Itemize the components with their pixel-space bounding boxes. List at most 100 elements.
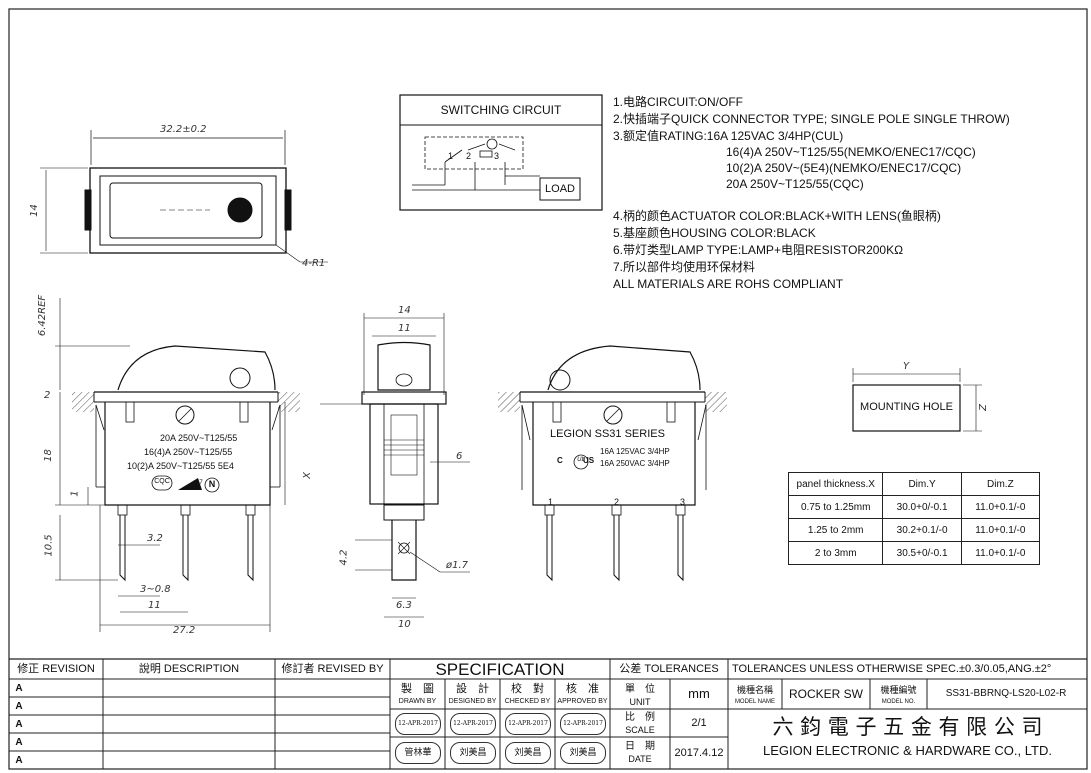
front-label-line-1: 20A 250V~T125/55 (160, 433, 238, 443)
table-cell: 1.25 to 2mm (787, 518, 884, 542)
table-cell: 30.0+0/-0.1 (882, 495, 962, 519)
scale-cn: 比 例 (625, 712, 655, 723)
rev-symbol: A (15, 719, 23, 730)
dim-x: X (301, 472, 313, 479)
table-cell: 0.75 to 1.25mm (787, 495, 884, 519)
spec-line-6: 20A 250V~T125/55(CQC) (726, 177, 864, 191)
mounting-table: panel thickness.X Dim.Y Dim.Z 0.75 to 1.… (787, 472, 1041, 565)
mounting-hole-label: MOUNTING HOLE (860, 401, 953, 413)
dim-side-inner: 11 (398, 323, 411, 334)
spec-line-7: 4.柄的颜色ACTUATOR COLOR:BLACK+WITH LENS(鱼眼柄… (613, 209, 941, 223)
dim-tab-width: 6.3 (396, 600, 412, 611)
dim-pin-1: 1 (69, 490, 81, 497)
table-cell: 30.2+0.1/-0 (882, 518, 962, 542)
spec-line-11: ALL MATERIALS ARE ROHS COMPLIANT (613, 277, 844, 291)
dim-pin-pitch: 11 (148, 600, 161, 611)
spec-line-1: 1.电路CIRCUIT:ON/OFF (613, 95, 744, 109)
approved-date-stamp: 12-APR-2017 (560, 713, 606, 735)
tolerances-header: 公差 TOLERANCES (619, 663, 719, 675)
title-block-lines (9, 659, 1087, 769)
designed-by-en: DESIGNED BY (448, 698, 497, 705)
table-cell: 11.0+0.1/-0 (960, 518, 1041, 542)
table-header: panel thickness.X (787, 472, 884, 496)
dim-body-height: 18 (42, 449, 54, 462)
front-label-line-3: 10(2)A 250V~T125/55 5E4 (127, 461, 234, 471)
dim-top-height: 14 (28, 204, 40, 217)
dim-top-width: 32.2±0.2 (160, 124, 207, 135)
dim-pin-spacing-b: 3~0.8 (140, 584, 171, 595)
scale-en: SCALE (625, 725, 655, 735)
mounting-y-label: Y (903, 361, 910, 372)
rear-pin-3: 3 (680, 497, 686, 507)
checked-by-cn: 校 對 (511, 683, 544, 695)
dim-pin-hole: 4.2 (338, 549, 350, 566)
spec-line-9: 6.带灯类型LAMP TYPE:LAMP+电阻RESISTOR200KΩ (613, 243, 904, 257)
table-header: Dim.Z (960, 472, 1041, 496)
scale-value: 2/1 (691, 717, 707, 729)
top-view (40, 130, 328, 263)
dim-corner-radius: 4-R1 (302, 258, 326, 269)
unit-value: mm (688, 686, 710, 701)
dim-side-6: 6 (456, 451, 463, 462)
drawn-by-cn: 製 圖 (401, 683, 434, 695)
rear-c-mark: C (557, 456, 563, 465)
date-cn: 日 期 (625, 741, 655, 752)
dim-pin-spacing-a: 3.2 (147, 533, 163, 544)
dim-tab-total: 10 (398, 619, 411, 630)
rear-us-mark: US (583, 456, 595, 465)
rear-ul-mark: UL (577, 457, 585, 463)
circuit-terminal-1: 1 (448, 151, 454, 161)
spec-line-10: 7.所以部件均使用环保材料 (613, 260, 756, 274)
rear-view (498, 345, 727, 582)
rear-rating-2: 16A 250VAC 3/4HP (600, 459, 670, 468)
designed-date-stamp: 12-APR-2017 (450, 713, 496, 735)
description-header: 說明 DESCRIPTION (138, 663, 240, 675)
enec-mark: 17 (196, 480, 203, 486)
drawn-date-stamp: 12-APR-2017 (395, 713, 441, 735)
dim-hole-dia: ø1.7 (446, 560, 469, 571)
date-en: DATE (628, 754, 652, 764)
unit-en: UNIT (629, 697, 651, 707)
approved-by-cn: 核 准 (566, 683, 599, 695)
table-header: Dim.Y (882, 472, 962, 496)
checked-by-en: CHECKED BY (504, 698, 551, 705)
designed-signature: 刘美昌 (450, 742, 496, 764)
table-row: 1.25 to 2mm 30.2+0.1/-0 11.0+0.1/-0 (787, 518, 1041, 542)
rev-symbol: A (15, 755, 23, 766)
checked-signature: 刘美昌 (505, 742, 551, 764)
mounting-hole-drawing (852, 368, 982, 432)
approved-signature: 刘美昌 (560, 742, 606, 764)
rev-symbol: A (15, 701, 23, 712)
side-view (320, 313, 470, 618)
spec-line-2: 2.快插端子QUICK CONNECTOR TYPE; SINGLE POLE … (613, 112, 1010, 126)
spec-line-8: 5.基座颜色HOUSING COLOR:BLACK (613, 226, 816, 240)
designed-by-cn: 設 計 (456, 683, 489, 695)
company-name-en: LEGION ELECTRONIC & HARDWARE CO., LTD. (763, 743, 1052, 758)
front-side-view (55, 298, 300, 632)
dim-ref-height: 6.42REF (37, 294, 49, 337)
rear-pin-1: 1 (548, 497, 554, 507)
circuit-title: SWITCHING CIRCUIT (440, 103, 562, 117)
model-no-en: MODEL NO. (881, 699, 916, 705)
revised-by-header: 修訂者 REVISED BY (281, 663, 384, 675)
checked-date-stamp: 12-APR-2017 (505, 713, 551, 735)
table-row: 2 to 3mm 30.5+0/-0.1 11.0+0.1/-0 (787, 541, 1041, 565)
front-label-line-2: 16(4)A 250V~T125/55 (144, 447, 233, 457)
spec-line-4: 16(4)A 250V~T125/55(NEMKO/ENEC17/CQC) (726, 145, 976, 159)
company-name-cn: 六 鈞 電 子 五 金 有 限 公 司 (772, 715, 1043, 739)
date-value: 2017.4.12 (674, 747, 724, 759)
model-name-cn: 機種名稱 (736, 685, 773, 695)
dim-flange: 2 (44, 390, 51, 401)
table-header-row: panel thickness.X Dim.Y Dim.Z (787, 472, 1041, 496)
model-no-value: SS31-BBRNQ-LS20-L02-R (945, 688, 1067, 699)
cqc-mark: CQC (154, 478, 170, 485)
dim-pin-length: 10.5 (43, 534, 55, 557)
circuit-terminal-3: 3 (494, 151, 500, 161)
rear-rating-1: 16A 125VAC 3/4HP (600, 447, 670, 456)
drawn-signature: 管林華 (395, 742, 441, 764)
circuit-diagram (399, 94, 603, 211)
model-name-en: MODEL NAME (734, 699, 776, 705)
mounting-z-label: Z (977, 404, 989, 411)
rear-series-label: LEGION SS31 SERIES (550, 428, 665, 440)
